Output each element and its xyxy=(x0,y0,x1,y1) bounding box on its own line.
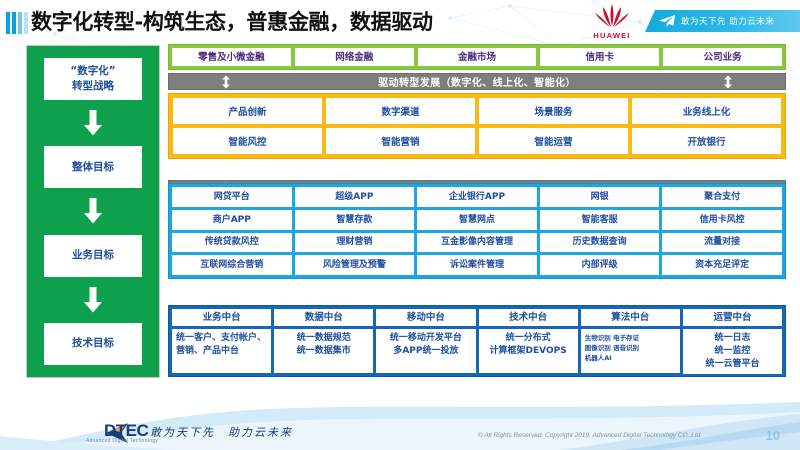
application-band: 网贷平台 超级APP 企业银行APP 网银 聚合支付 商户APP 智慧存款 智慧… xyxy=(168,183,786,279)
strategy-box-business-goal[interactable]: 业务目标 xyxy=(44,234,142,277)
capability-band: 产品创新 数字渠道 场景服务 业务线上化 智能风控 智能营销 智能运营 开放银行 xyxy=(168,93,786,159)
capability-row: 产品创新 数字渠道 场景服务 业务线上化 xyxy=(173,98,781,124)
application-cell[interactable]: 智慧网点 xyxy=(417,209,537,230)
application-cell[interactable]: 网贷平台 xyxy=(172,187,292,207)
business-line-cell[interactable]: 信用卡 xyxy=(540,48,660,66)
platform-body: 生物识别 电子存证 图像识别 语音识别 机器人AI xyxy=(580,329,680,373)
platform-body: 统一数据规范 统一数据集市 xyxy=(274,329,374,373)
dtec-tagline: Advanced Digital Technology xyxy=(86,438,159,444)
architecture-stack: 零售及小微金融 网络金融 金融市场 信用卡 公司业务 驱动转型发展（数字化、线上… xyxy=(168,42,786,402)
business-line-cell[interactable]: 网络金融 xyxy=(294,48,414,66)
application-cell[interactable]: 智能客服 xyxy=(539,209,660,230)
platform-column-business: 业务中台 统一客户、支付帐户、营销、产品中台 xyxy=(172,309,272,373)
platform-body: 统一客户、支付帐户、营销、产品中台 xyxy=(172,329,272,373)
platform-column-operation: 运营中台 统一日志 统一监控 统一云管平台 xyxy=(682,309,783,374)
application-cell[interactable]: 诉讼案件管理 xyxy=(417,255,537,275)
up-down-arrow-icon xyxy=(222,75,230,88)
business-line-cell[interactable]: 零售及小微金融 xyxy=(172,48,291,66)
strategy-box-digital-transformation[interactable]: “数字化” 转型战略 xyxy=(44,58,142,100)
application-cell[interactable]: 企业银行APP xyxy=(417,187,537,207)
platform-head[interactable]: 业务中台 xyxy=(172,309,272,326)
down-arrow-icon-1 xyxy=(84,110,102,136)
slide-header: 数字化转型-构筑生态，普惠金融，数据驱动 HUAWEI 敢为天下先 助力云未来 xyxy=(0,0,800,42)
connector-bar-drive-transformation: 驱动转型发展（数字化、线上化、智能化） xyxy=(168,73,786,90)
huawei-slogan-text: 敢为天下先 助力云未来 xyxy=(681,17,775,27)
capability-cell[interactable]: 智能营销 xyxy=(326,128,475,154)
application-cell[interactable]: 内部评级 xyxy=(539,255,660,275)
application-cell[interactable]: 互金影像内容管理 xyxy=(417,232,537,253)
capability-cell[interactable]: 开放银行 xyxy=(632,128,781,154)
title-accent-stripes xyxy=(6,12,28,34)
capability-cell[interactable]: 智能运营 xyxy=(479,128,628,154)
capability-cell[interactable]: 业务线上化 xyxy=(632,98,781,124)
capability-cell[interactable]: 场景服务 xyxy=(479,98,628,124)
page-number: 10 xyxy=(765,428,780,443)
application-cell[interactable]: 商户APP xyxy=(172,209,292,230)
application-row: 网贷平台 超级APP 企业银行APP 网银 聚合支付 xyxy=(172,187,782,207)
platform-body: 统一日志 统一监控 统一云管平台 xyxy=(682,329,783,374)
application-cell[interactable]: 信用卡风控 xyxy=(662,209,782,230)
platform-head[interactable]: 数据中台 xyxy=(274,309,374,326)
huawei-wordmark: HUAWEI xyxy=(593,31,631,40)
dtec-wordmark: DTEC xyxy=(104,421,149,440)
connector-label: 驱动转型发展（数字化、线上化、智能化） xyxy=(378,78,576,89)
platform-body: 统一移动开发平台 多APP统一投放 xyxy=(376,329,476,373)
platform-column-mobile: 移动中台 统一移动开发平台 多APP统一投放 xyxy=(376,309,476,373)
slide-footer: DTEC Advanced Digital Technology 敢为天下先 助… xyxy=(0,402,800,450)
application-cell[interactable]: 传统贷款风控 xyxy=(172,232,292,253)
down-arrow-icon-3 xyxy=(84,286,102,313)
business-lines-band: 零售及小微金融 网络金融 金融市场 信用卡 公司业务 xyxy=(168,44,786,70)
application-row: 传统贷款风控 理财营销 互金影像内容管理 历史数据查询 流量对接 xyxy=(172,232,782,253)
capability-cell[interactable]: 数字渠道 xyxy=(326,98,475,124)
down-arrow-icon-2 xyxy=(84,198,102,224)
platform-band: 业务中台 统一客户、支付帐户、营销、产品中台 数据中台 统一数据规范 统一数据集… xyxy=(168,305,786,377)
platform-head[interactable]: 技术中台 xyxy=(478,309,578,326)
application-cell[interactable]: 历史数据查询 xyxy=(539,232,660,253)
capability-cell[interactable]: 智能风控 xyxy=(173,128,322,154)
platform-head[interactable]: 运营中台 xyxy=(682,309,783,326)
platform-head[interactable]: 算法中台 xyxy=(580,309,680,326)
application-cell[interactable]: 网银 xyxy=(539,187,660,207)
huawei-logo: HUAWEI xyxy=(585,2,639,42)
capability-row: 智能风控 智能营销 智能运营 开放银行 xyxy=(173,128,781,154)
platform-body: 统一分布式 计算框架DEVOPS xyxy=(478,329,578,373)
application-cell[interactable]: 资本充足评定 xyxy=(662,255,782,275)
business-line-cell[interactable]: 金融市场 xyxy=(417,48,537,66)
up-down-arrow-icon xyxy=(724,75,732,88)
application-cell[interactable]: 聚合支付 xyxy=(662,187,782,207)
application-row: 互联网综合营销 风险管理及预警 诉讼案件管理 内部评级 资本充足评定 xyxy=(172,255,782,275)
huawei-slogan-banner: 敢为天下先 助力云未来 xyxy=(645,10,800,32)
application-cell[interactable]: 超级APP xyxy=(294,187,415,207)
application-cell[interactable]: 风险管理及预警 xyxy=(294,255,415,275)
strategy-box-overall-goal[interactable]: 整体目标 xyxy=(44,146,142,189)
platform-head[interactable]: 移动中台 xyxy=(376,309,476,326)
application-cell[interactable]: 互联网综合营销 xyxy=(172,255,292,275)
strategy-box-line1: “数字化” xyxy=(70,65,116,77)
application-row: 商户APP 智慧存款 智慧网点 智能客服 信用卡风控 xyxy=(172,209,782,230)
copyright-text: © All Rights Reserved. Copyright 2019, A… xyxy=(478,432,701,439)
application-cell[interactable]: 智慧存款 xyxy=(294,209,415,230)
slide-body: “数字化” 转型战略 整体目标 业务目标 技术目标 零售及小微金融 xyxy=(0,42,800,402)
footer-decoration xyxy=(0,402,800,450)
platform-column-algorithm: 算法中台 生物识别 电子存证 图像识别 语音识别 机器人AI xyxy=(580,309,680,373)
capability-cell[interactable]: 产品创新 xyxy=(173,98,322,124)
paper-plane-icon xyxy=(659,15,675,27)
page-title: 数字化转型-构筑生态，普惠金融，数据驱动 xyxy=(31,10,433,34)
strategy-column: “数字化” 转型战略 整体目标 业务目标 技术目标 xyxy=(26,45,160,378)
application-cell[interactable]: 流量对接 xyxy=(662,232,782,253)
platform-column-technology: 技术中台 统一分布式 计算框架DEVOPS xyxy=(478,309,578,373)
application-cell[interactable]: 理财营销 xyxy=(294,232,415,253)
strategy-box-technology-goal[interactable]: 技术目标 xyxy=(44,322,142,365)
huawei-flower-icon xyxy=(595,4,629,27)
business-line-cell[interactable]: 公司业务 xyxy=(663,48,782,66)
dtec-triangle-icon xyxy=(106,423,128,443)
footer-slogan: 敢为天下先 助力云未来 xyxy=(150,426,293,439)
strategy-box-line2: 转型战略 xyxy=(72,80,114,92)
platform-column-data: 数据中台 统一数据规范 统一数据集市 xyxy=(274,309,374,373)
